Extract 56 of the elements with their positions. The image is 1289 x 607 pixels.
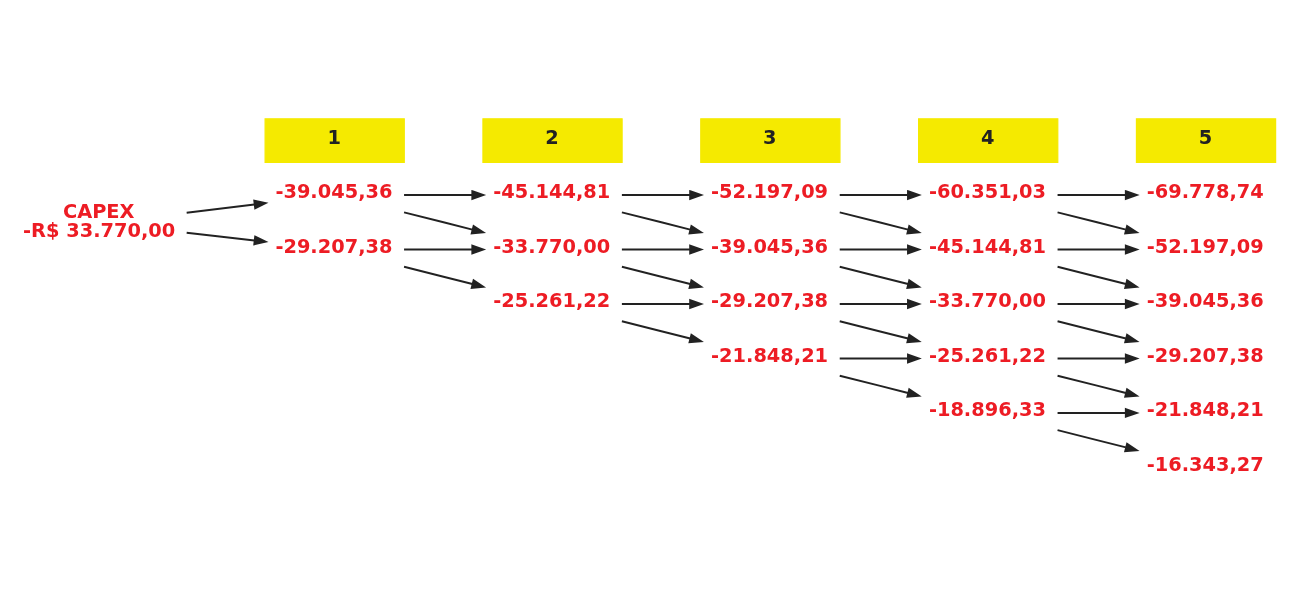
arrow (1056, 210, 1140, 234)
arrow (1056, 407, 1140, 418)
arrow (838, 298, 922, 309)
node-text: -33.770,00 (928, 288, 1046, 312)
arrow (185, 199, 269, 214)
node-text: -21.848,21 (711, 343, 829, 367)
arrow (1056, 374, 1140, 398)
arrow (185, 231, 269, 246)
arrow (838, 243, 922, 255)
arrow (1056, 298, 1140, 309)
node-text: -29.207,38 (1146, 343, 1264, 367)
arrow (403, 189, 487, 200)
arrow (620, 210, 704, 234)
label: 2 (545, 125, 559, 149)
node-text: -52.197,09 (1146, 234, 1264, 258)
node-text: -39.045,36 (711, 234, 829, 258)
arrow (620, 298, 704, 309)
arrow (1056, 352, 1140, 364)
node-text: -45.144,81 (493, 179, 611, 203)
arrow (1056, 189, 1140, 200)
arrow (838, 352, 922, 364)
node-text: -33.770,00 (493, 234, 611, 258)
node-text: -29.207,38 (711, 288, 829, 312)
arrow (838, 374, 922, 398)
arrow (403, 265, 487, 289)
node-text: -69.778,74 (1146, 179, 1264, 203)
label: 4 (980, 125, 995, 149)
arrow (1056, 265, 1140, 289)
arrow (838, 189, 922, 200)
arrow (1056, 428, 1140, 452)
arrow (620, 243, 704, 255)
arrow (403, 243, 487, 255)
node-text: -25.261,22 (493, 288, 611, 312)
node-text: -39.045,36 (1146, 288, 1264, 312)
arrow (838, 319, 922, 343)
node-text: -21.848,21 (1146, 397, 1264, 421)
arrow (620, 265, 704, 289)
node-text: -60.351,03 (928, 179, 1046, 203)
node-text: -39.045,36 (275, 179, 393, 203)
arrow (403, 210, 487, 234)
node-text: -25.261,22 (928, 343, 1046, 367)
label: 5 (1198, 125, 1213, 149)
node-text: CAPEX -R$ 33.770,00 (23, 199, 176, 242)
label: 3 (763, 125, 777, 149)
arrow (1056, 319, 1140, 343)
node-text: -16.343,27 (1146, 452, 1264, 476)
node-text: -52.197,09 (711, 179, 829, 203)
node-text: -45.144,81 (928, 234, 1046, 258)
arrow (1056, 243, 1140, 255)
arrow (620, 319, 704, 343)
arrow (838, 265, 922, 289)
label: 1 (327, 125, 341, 149)
node-text: -29.207,38 (275, 234, 393, 258)
arrow (838, 210, 922, 234)
arrow (620, 189, 704, 200)
node-text: -18.896,33 (928, 397, 1046, 421)
